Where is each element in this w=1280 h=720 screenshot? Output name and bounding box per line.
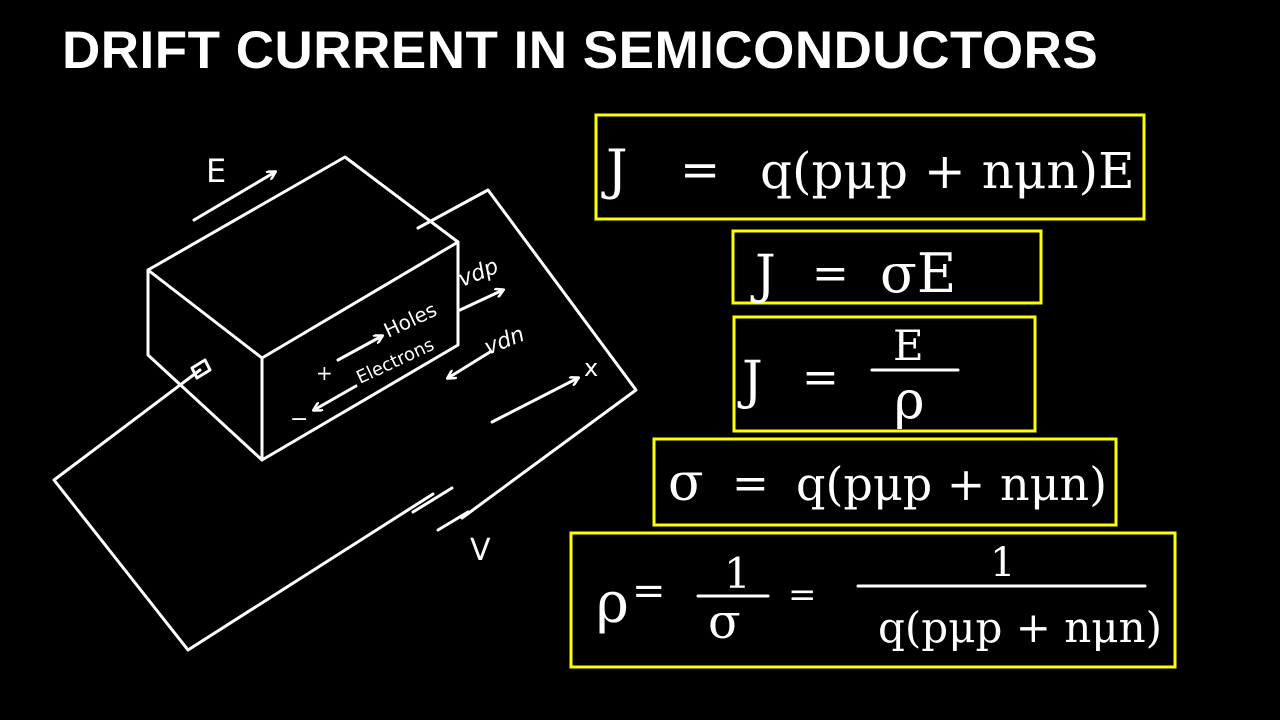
hole-velocity-arrow: vdp [455,254,503,312]
circuit-wire [52,188,638,652]
equation-box [652,437,1118,527]
eq-lhs: J [737,351,763,411]
eq-lhs: J [601,138,628,201]
battery-label: V [470,533,491,568]
equation-box [732,315,1037,433]
eq-numerator: E [893,321,924,370]
field-arrow: E [192,152,275,222]
x-direction-arrow: x [490,354,598,424]
eq-denominator: q(pμp + nμn) [878,603,1162,652]
equation-resistivity-form: J = E ρ [732,315,1037,433]
eq-rhs: q(pμp + nμn) [796,457,1107,511]
eq-equals: = [732,458,769,509]
equation-current-density: J = q(pμp + nμn)E [594,113,1146,221]
page-title: DRIFT CURRENT IN SEMICONDUCTORS [62,21,1099,80]
eq-numerator: 1 [990,540,1015,586]
eq-denominator: σ [708,594,741,650]
x-label: x [584,354,598,382]
carrier-labels: + Holes Electrons − [290,297,440,432]
field-label: E [206,152,226,190]
eq-equals: = [632,568,666,614]
equation-resistivity: ρ = 1 σ = 1 q(pμp + nμn) [569,531,1177,669]
semiconductor-bar [146,155,460,462]
eq-equals: = [802,352,839,403]
plus-sign: + [316,361,333,385]
eq-rhs: q(pμp + nμn)E [760,142,1135,200]
eq-denominator: ρ [894,371,925,431]
holes-label: Holes [380,297,440,342]
electron-velocity-arrow: vdn [448,322,528,378]
eq-lhs: J [750,245,776,305]
eq-lhs: ρ [596,571,629,636]
eq-equals: = [788,575,817,615]
equation-box [731,229,1043,305]
equation-conductivity-form: J = σE [731,229,1043,305]
hole-velocity-label: vdp [455,254,502,293]
equation-box [594,113,1146,221]
eq-numerator: 1 [724,549,751,598]
eq-rhs: σE [880,242,956,305]
eq-equals: = [680,142,720,198]
minus-sign: − [290,407,308,432]
eq-equals: = [812,248,849,299]
equation-box [569,531,1177,669]
equation-conductivity: σ = q(pμp + nμn) [652,437,1118,527]
eq-lhs: σ [668,453,704,513]
battery-symbol: V [411,486,491,568]
